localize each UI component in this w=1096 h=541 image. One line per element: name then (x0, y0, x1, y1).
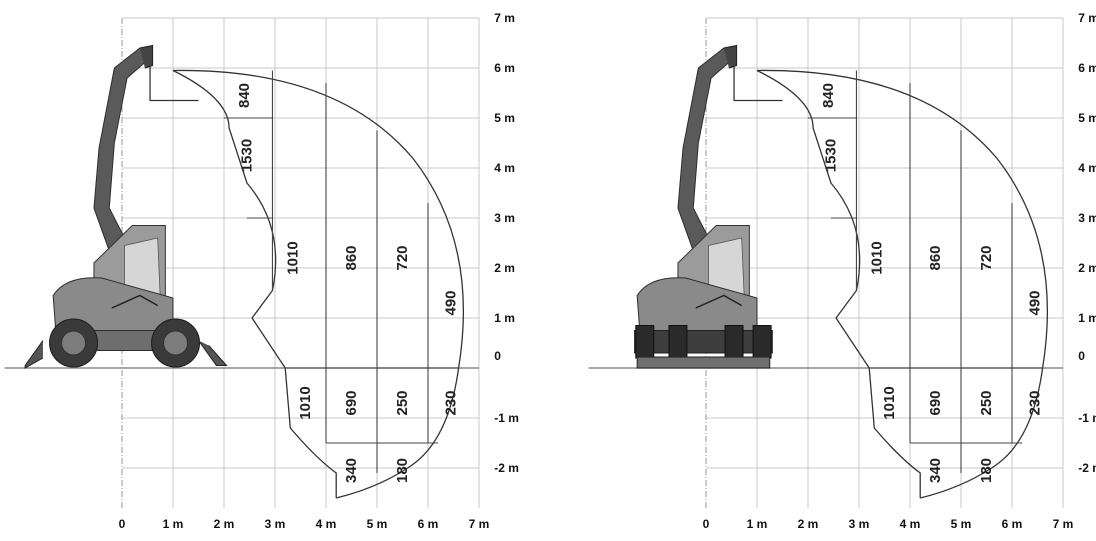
x-axis-tick-label: 5 m (951, 517, 972, 531)
zone-load-label: 1010 (297, 386, 314, 419)
x-axis-tick-label: 3 m (849, 517, 870, 531)
y-axis-tick-label: 1 m (1078, 311, 1096, 325)
excavator-illustration (24, 44, 228, 369)
zone-load-label: 690 (927, 390, 944, 415)
rear-support-leg (198, 340, 228, 366)
x-axis-tick-label: 1 m (747, 517, 768, 531)
body-logo-mark (111, 294, 159, 309)
body-logo-mark (695, 294, 743, 309)
outrigger-leg (724, 325, 744, 359)
y-axis-tick-label: 6 m (494, 61, 515, 75)
y-axis-tick-label: -1 m (1078, 411, 1096, 425)
y-axis-tick-label: 3 m (1078, 211, 1096, 225)
x-axis-tick-label: 3 m (265, 517, 286, 531)
zone-load-label: 720 (394, 245, 411, 270)
y-axis-tick-label: 3 m (494, 211, 515, 225)
zone-load-label: 840 (236, 83, 253, 108)
x-axis-tick-label: 7 m (469, 517, 490, 531)
y-axis-tick-label: 5 m (494, 111, 515, 125)
x-axis-tick-label: 7 m (1053, 517, 1074, 531)
panel-outrigger: 840 1530 1010 860 720 490 1010 690 250 230 340 180 0… (588, 11, 1096, 531)
panel-wheeled: 840 1530 1010 860 720 490 1010 690 250 230 340 180 0… (4, 11, 519, 531)
zone-load-label: 860 (343, 245, 360, 270)
wheel-hub (61, 330, 87, 356)
x-axis-tick-label: 5 m (367, 517, 388, 531)
excavator-illustration (634, 44, 773, 369)
x-axis-tick-label: 0 (703, 517, 710, 531)
dozer-blade (24, 340, 44, 369)
x-axis-tick-label: 2 m (798, 517, 819, 531)
zone-load-label: 180 (978, 458, 995, 483)
y-axis-tick-label: 7 m (1078, 11, 1096, 25)
outrigger-leg (635, 325, 655, 359)
grapple-head (139, 44, 154, 69)
x-axis-tick-label: 2 m (214, 517, 235, 531)
outrigger-frame (634, 330, 773, 354)
y-axis-tick-label: 1 m (494, 311, 515, 325)
zone-load-label: 230 (442, 390, 459, 415)
y-axis-tick-label: 5 m (1078, 111, 1096, 125)
zone-load-label: 1010 (284, 241, 301, 274)
y-axis-tick-label: 2 m (494, 261, 515, 275)
y-axis-tick-label: 0 (494, 349, 501, 363)
zone-load-label: 250 (394, 390, 411, 415)
zone-load-label: 720 (978, 245, 995, 270)
zone-load-label: 340 (927, 458, 944, 483)
reach-envelope-inner (172, 69, 337, 498)
y-axis-tick-label: 4 m (494, 161, 515, 175)
zone-load-label: 230 (1026, 390, 1043, 415)
reach-envelope-outer (172, 69, 465, 499)
x-axis-tick-label: 1 m (163, 517, 184, 531)
outrigger-leg (668, 325, 688, 359)
upper-body (52, 277, 174, 331)
outrigger-pads (636, 356, 771, 369)
wheel-hub (163, 330, 189, 356)
x-axis-tick-label: 6 m (418, 517, 439, 531)
zone-load-label: 490 (442, 290, 459, 315)
x-axis-tick-label: 4 m (316, 517, 337, 531)
zone-load-label: 1530 (238, 139, 255, 172)
zone-load-label: 1530 (822, 139, 839, 172)
reach-envelope-inner (756, 69, 921, 498)
x-axis-tick-label: 4 m (900, 517, 921, 531)
zone-load-label: 490 (1026, 290, 1043, 315)
y-axis-tick-label: 0 (1078, 349, 1085, 363)
boom-pivot-bracket (149, 58, 199, 102)
y-axis-tick-label: 6 m (1078, 61, 1096, 75)
zone-load-label: 340 (343, 458, 360, 483)
zone-load-label: 1010 (868, 241, 885, 274)
zone-load-label: 840 (820, 83, 837, 108)
y-axis-tick-label: -2 m (494, 461, 519, 475)
boom-pivot-bracket (733, 58, 783, 102)
y-axis-tick-label: 7 m (494, 11, 515, 25)
upper-body (636, 277, 758, 331)
reach-envelope-outer (756, 69, 1049, 499)
y-axis-tick-label: -2 m (1078, 461, 1096, 475)
zone-load-label: 860 (927, 245, 944, 270)
zone-load-label: 250 (978, 390, 995, 415)
zone-load-label: 690 (343, 390, 360, 415)
x-axis-tick-label: 0 (119, 517, 126, 531)
outrigger-leg (752, 325, 772, 359)
zone-load-label: 180 (394, 458, 411, 483)
x-axis-tick-label: 6 m (1002, 517, 1023, 531)
zone-load-label: 1010 (881, 386, 898, 419)
y-axis-tick-label: 2 m (1078, 261, 1096, 275)
y-axis-tick-label: -1 m (494, 411, 519, 425)
y-axis-tick-label: 4 m (1078, 161, 1096, 175)
grapple-head (723, 44, 738, 69)
